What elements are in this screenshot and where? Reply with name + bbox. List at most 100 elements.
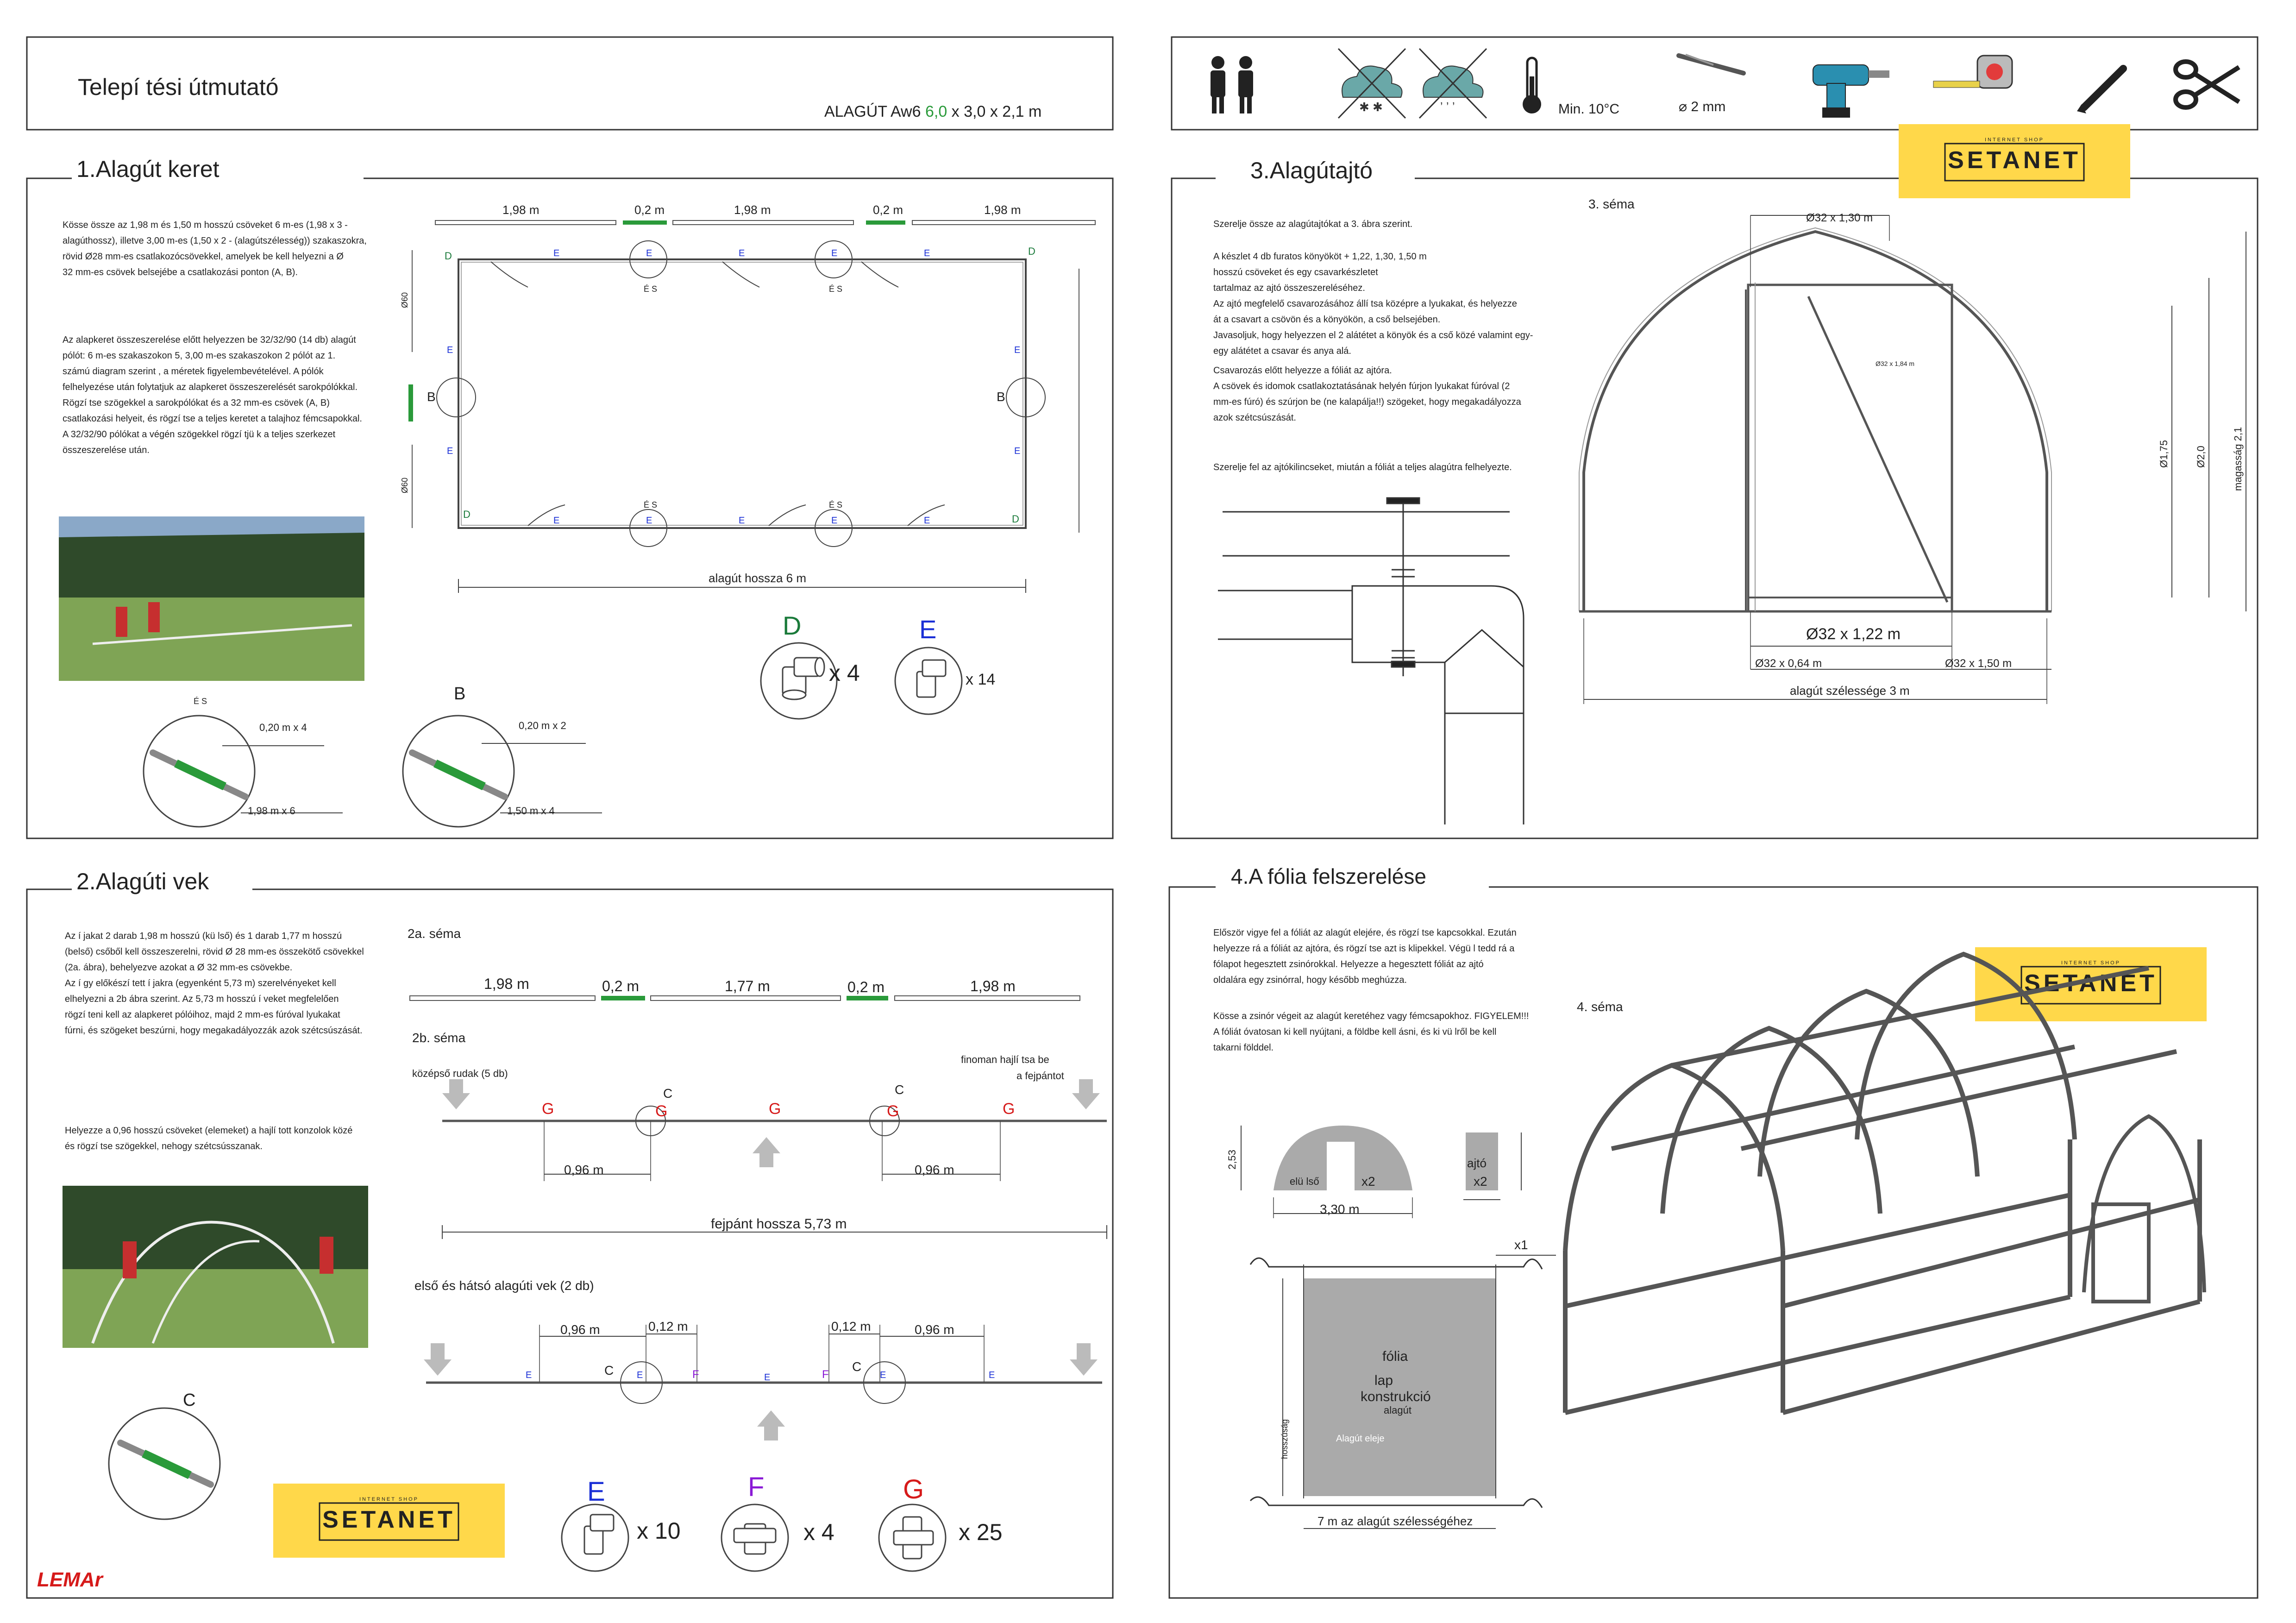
bend-note: a fejpántot <box>1016 1070 1064 1082</box>
parts-e-count: E x 14 <box>894 615 995 715</box>
s2-ridge-diagram: középső rudak (5 db) finoman hajlí tsa b… <box>412 1054 1107 1239</box>
s3-p2-line: egy alátétet a csavar és anya alá. <box>1213 346 1351 356</box>
svg-text:ʼ ʼ ʼ: ʼ ʼ ʼ <box>1440 100 1455 114</box>
part-e-qty: x 10 <box>637 1518 681 1544</box>
part-d-letter: D <box>783 611 801 640</box>
s3-p2-line: Az ajtó megfelelő csavarozásához állí ts… <box>1213 299 1517 309</box>
s3-p2-line: Csavarozás előtt helyezze a fóliát az aj… <box>1213 365 1392 376</box>
s1-base-frame-plan: D D D D E E E E E E E E E E E E E E É S … <box>400 240 1079 593</box>
dim-096: 0,96 m <box>915 1163 954 1177</box>
detail-b-dim: 1,50 m x 4 <box>507 805 555 817</box>
s2-seg-label: 0,2 m <box>847 979 885 995</box>
fitting-label-g: G <box>1003 1100 1015 1118</box>
section-2-frame: 2.Alagúti vek <box>26 868 1114 1599</box>
s3-p2-line: A készlet 4 db furatos könyököt + 1,22, … <box>1213 252 1427 262</box>
tools-bar: ✱ ✱ ʼ ʼ ʼ Min. 10°C ⌀ 2 mm <box>1171 36 2258 131</box>
s2-p1-line: Az í jakat 2 darab 1,98 m hosszú (kü lső… <box>65 931 342 941</box>
tee-label-e: E <box>831 248 837 258</box>
s4-p1-line: fólapot hegesztett zsinórokkal. Helyezze… <box>1213 959 1484 969</box>
front-width-label: 3,30 m <box>1320 1202 1360 1216</box>
section-3-frame: 3.Alagútajtó <box>1171 157 2258 839</box>
detail-c-label: C <box>183 1390 195 1410</box>
s2-p2-line: Helyezze a 0,96 hosszú csöveket (elemeke… <box>65 1126 352 1136</box>
dim-012: 0,12 m <box>648 1319 688 1334</box>
corner-label-d: D <box>1012 513 1019 525</box>
four-way-fitting-icon <box>893 1516 934 1560</box>
page-title: Telepí tési útmutató <box>78 74 279 100</box>
section-3-title: 3.Alagútajtó <box>1250 157 1373 183</box>
s1-p1-line: Kösse össze az 1,98 m és 1,50 m hosszú c… <box>63 220 348 230</box>
detail-a-dim: 1,98 m x 6 <box>248 805 295 817</box>
fig-2b-label: 2b. séma <box>412 1031 466 1045</box>
part-d-qty: x 4 <box>829 660 860 686</box>
foil-door-panel: ajtó x2 <box>1463 1132 1522 1200</box>
detail-joint-c: C <box>108 1390 221 1520</box>
cross-fitting-icon <box>733 1523 777 1555</box>
fig-4-label: 4. séma <box>1577 1000 1623 1014</box>
s2-seg-label: 1,77 m <box>725 978 770 994</box>
joint-label-a: É S <box>829 500 842 510</box>
s3-p2-line: mm-es fúró) és szúrjon be (ne kalapálja!… <box>1213 397 1522 407</box>
s1-p2-line: Rögzí tse szögekkel a sarokpólókat és a … <box>63 398 330 408</box>
dim-122: Ø32 x 1,22 m <box>1806 625 1901 643</box>
part-g-letter: G <box>903 1474 924 1504</box>
s2-segment-bar: 1,98 m 0,2 m 1,77 m 0,2 m 1,98 m <box>409 975 1080 1001</box>
joint-label-b: B <box>427 390 436 404</box>
part-f-qty: x 4 <box>803 1519 834 1545</box>
s2-p1-line: (2a. ábra), behelyezve azokat a Ø 32 mm-… <box>65 962 292 973</box>
s1-seg-label: 1,98 m <box>502 203 539 217</box>
s3-p2-line: azok szétcsúszását. <box>1213 413 1296 423</box>
foil-label: alagút <box>1384 1404 1411 1416</box>
tee-label-e: E <box>553 516 559 526</box>
s2-seg-label: 1,98 m <box>970 978 1016 994</box>
fitting-label-f: F <box>822 1368 829 1381</box>
joint-label-b: B <box>997 390 1005 404</box>
s1-p1-line: alagúthossz), illetve 3,00 m-es (1,50 x … <box>63 236 367 246</box>
detail-a-dim: 0,20 m x 4 <box>259 722 307 733</box>
thermometer-icon <box>1523 57 1541 113</box>
dim-150: Ø32 x 1,50 m <box>1945 657 2012 670</box>
s3-p3-line: Szerelje fel az ajtókilincseket, miután … <box>1213 462 1512 472</box>
front-panel-qty: x2 <box>1361 1174 1375 1189</box>
model-name: ALAGÚT Aw6 6,0 x 3,0 x 2,1 m <box>824 103 1041 120</box>
tee-label-e: E <box>739 248 745 258</box>
pencil-icon <box>2077 65 2127 113</box>
dim-096: 0,96 m <box>915 1322 954 1337</box>
part-e-letter: E <box>587 1477 605 1507</box>
setanet-logo-4: INTERNET SHOP SETANET <box>1974 946 2208 1022</box>
s2-p1-line: (belső) csőből kell összeszerelni, rövid… <box>65 947 364 957</box>
s2-p1-line: fúrni, és szögeket beszúrni, hogy megaka… <box>65 1025 363 1036</box>
part-g-qty: x 25 <box>959 1519 1003 1545</box>
vert-dim-200: Ø2,0 <box>2195 446 2207 468</box>
ridge-length-label: fejpánt hossza 5,73 m <box>711 1216 847 1232</box>
s4-p1-line: helyezze rá a fóliát az ajtóra, és rögzí… <box>1213 944 1515 954</box>
drill-bit-icon <box>1676 53 1746 75</box>
s2-seg-label: 1,98 m <box>484 975 529 992</box>
mid-rods-label: középső rudak (5 db) <box>412 1068 508 1079</box>
part-f-letter: F <box>748 1472 764 1502</box>
no-snow-icon: ✱ ✱ <box>1337 48 1406 119</box>
detail-joint-b: B 0,20 m x 2 1,50 m x 4 <box>402 684 602 828</box>
tee-fitting-icon <box>916 659 947 698</box>
part-e-qty: x 14 <box>966 671 995 688</box>
s2-p1-line: elhelyezni a 2b ábra szerint. Az 5,73 m … <box>65 994 339 1004</box>
dim-012: 0,12 m <box>831 1319 871 1334</box>
foil-side-dim: hosszúság <box>1280 1419 1289 1459</box>
detail-b-dim: 0,20 m x 2 <box>519 720 566 731</box>
fitting-label-e: E <box>526 1370 532 1380</box>
dim-130: Ø32 x 1,30 m <box>1806 212 1873 224</box>
tee-label-e: E <box>831 516 837 526</box>
section-4-frame: 4.A fólia felszerelése <box>1168 864 2258 1599</box>
tee-label-e: E <box>447 446 453 456</box>
svg-text:✱ ✱: ✱ ✱ <box>1359 100 1383 114</box>
tee-label-e: E <box>646 248 652 258</box>
section-2-title: 2.Alagúti vek <box>76 868 209 894</box>
cordless-drill-icon <box>1813 64 1889 118</box>
tee-label-e: E <box>1014 345 1020 355</box>
section-2-text: Az í jakat 2 darab 1,98 m hosszú (kü lső… <box>65 931 364 1151</box>
door-panel-label: ajtó <box>1467 1156 1487 1170</box>
setanet-logo-3: INTERNET SHOP SETANET <box>1898 123 2131 199</box>
photo-assembling-frame <box>59 516 364 681</box>
joint-label-a: É S <box>644 284 657 294</box>
